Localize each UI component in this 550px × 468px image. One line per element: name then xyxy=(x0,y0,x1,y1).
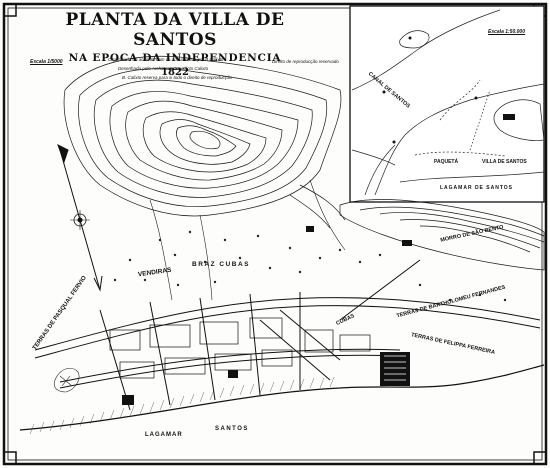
streams xyxy=(149,179,346,301)
coastline xyxy=(19,364,545,431)
inset-label-paqueta: PAQUETÁ xyxy=(434,159,459,165)
label-santos: SANTOS xyxy=(215,426,249,432)
sao-bento-contours xyxy=(289,184,545,271)
map-inner-frame xyxy=(7,7,543,461)
compass-rose xyxy=(53,367,80,393)
label-lagamar: LAGAMAR xyxy=(145,432,183,438)
credit-drawn: Desenhada pelo Architecto Benedicto Cali… xyxy=(118,66,209,71)
credit-rights: Direito de reproducção reservado xyxy=(272,59,339,64)
map-subtitle: NA EPOCA DA INDEPENDENCIA xyxy=(68,52,282,64)
inset-label-lagamar: LAGAMAR DE SANTOS xyxy=(440,185,514,191)
label-braz-cubas: BRAZ CUBAS xyxy=(192,261,250,268)
building-blocks xyxy=(109,317,371,379)
inset-scale: Escala 1:50.000 xyxy=(488,29,525,35)
streets xyxy=(34,259,541,411)
map-title: PLANTA DA VILLA DE SANTOS xyxy=(65,10,285,50)
north-arrow xyxy=(57,143,103,292)
hatched-block xyxy=(384,355,406,381)
credit-organized: Organisada de accordo com os documentos … xyxy=(108,57,224,62)
inset-frame xyxy=(349,5,545,203)
map-year: 1822 xyxy=(161,67,189,78)
inset-marks xyxy=(382,36,515,144)
inset-label-villa: VILLA DE SANTOS xyxy=(482,159,527,165)
main-scale: Escala 1/5000 xyxy=(30,59,63,65)
hill-contours xyxy=(63,55,342,217)
credit-reserved: B. Calixto reserva para si todo o direit… xyxy=(122,75,233,80)
inset-map xyxy=(351,9,545,196)
shore-hatching xyxy=(29,376,335,435)
vegetation-dots xyxy=(113,230,507,302)
dark-blocks xyxy=(122,226,412,405)
map-title-block: PLANTA DA VILLA DE SANTOS NA EPOCA DA IN… xyxy=(60,10,290,78)
